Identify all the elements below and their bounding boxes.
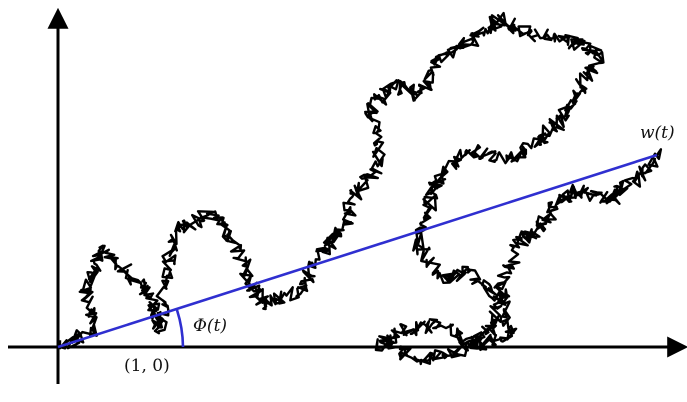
point-label: (1, 0) — [124, 356, 170, 376]
endpoint-ray — [57, 153, 658, 349]
endpoint-label: w(t) — [640, 123, 675, 143]
brownian-path-line — [58, 11, 663, 366]
angle-label: Φ(t) — [193, 316, 227, 336]
brownian-path — [58, 11, 663, 366]
angle-arc — [175, 309, 185, 348]
